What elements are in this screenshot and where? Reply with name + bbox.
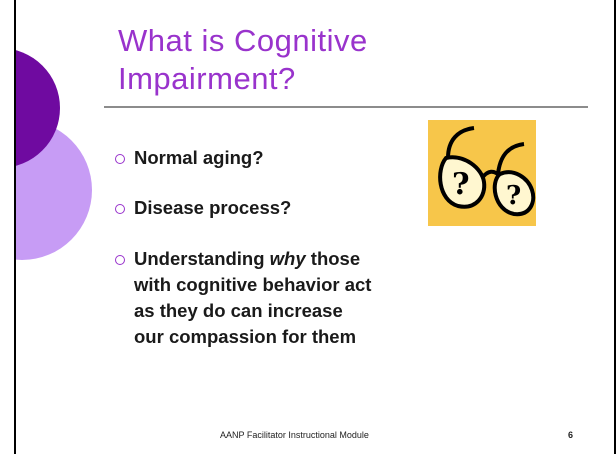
bullet-text: Normal aging?: [134, 147, 264, 168]
bullet-circle-icon: [115, 154, 125, 164]
svg-text:?: ?: [452, 167, 470, 202]
title-line-1: What is Cognitive: [118, 23, 368, 58]
decorative-circles: [0, 0, 92, 300]
bullet-text-prefix: Understanding: [134, 248, 270, 269]
bullet-text: Disease process?: [134, 197, 292, 218]
bullet-circle-icon: [115, 255, 125, 265]
bullet-line-2: with cognitive behavior act: [134, 274, 372, 295]
page-number: 6: [568, 430, 574, 440]
glasses-question-icon: ? ?: [428, 120, 536, 226]
title-divider: [104, 106, 588, 108]
bullet-line-3: as they do can increase: [134, 300, 343, 321]
title-line-2: Impairment?: [118, 61, 296, 96]
bullet-text-emphasis: why: [269, 248, 306, 269]
bullet-circle-icon: [115, 204, 125, 214]
bullet-normal-aging: Normal aging?: [112, 145, 264, 171]
bullet-line-4: our compassion for them: [134, 326, 357, 347]
slide-footer: AANP Facilitator Instructional Module 6: [0, 430, 616, 450]
slide-right-border: [614, 0, 616, 454]
svg-text:?: ?: [506, 181, 521, 211]
bullet-text-suffix: those: [305, 248, 361, 269]
bullet-line-1: Understanding why those: [134, 246, 514, 272]
bullet-understanding: Understanding why those with cognitive b…: [112, 246, 514, 350]
footer-text: AANP Facilitator Instructional Module: [220, 430, 369, 440]
bullet-disease-process: Disease process?: [112, 195, 291, 221]
slide-left-border: [14, 0, 16, 454]
slide-title: What is Cognitive Impairment?: [118, 22, 588, 98]
